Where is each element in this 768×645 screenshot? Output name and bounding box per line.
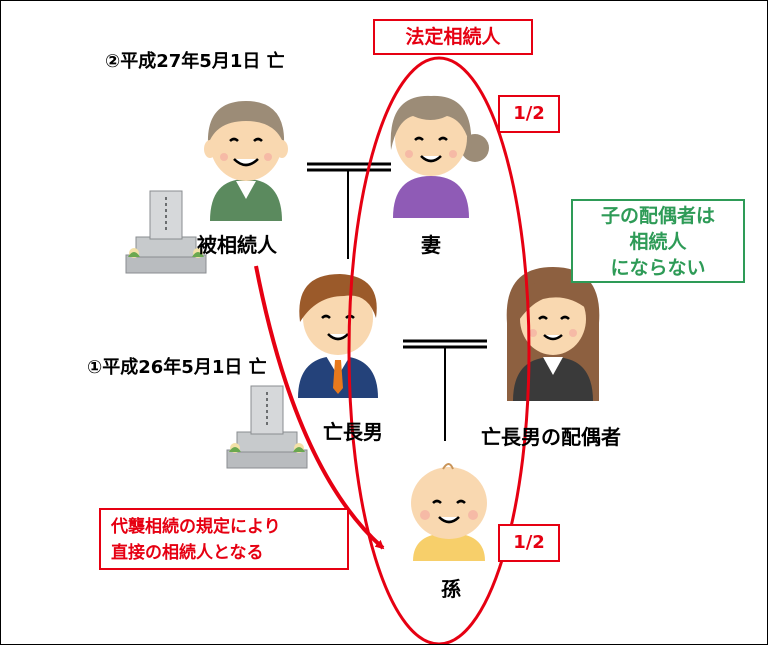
substitution-note-line-1: 代襲相続の規定により <box>111 517 281 537</box>
grandchild-share-badge: 1/2 <box>498 524 560 562</box>
wife-grandma-icon <box>390 95 489 218</box>
substitution-note-line-2: 直接の相続人となる <box>111 543 264 563</box>
spouse-note-line-2: 相続人 <box>629 231 687 253</box>
substitution-note: 代襲相続の規定により 直接の相続人となる <box>99 508 349 570</box>
gravestone-icon <box>226 385 308 469</box>
legal-heirs-label: 法定相続人 <box>373 19 533 55</box>
spouse-note-line-1: 子の配偶者は <box>600 205 715 227</box>
marriage-line-son <box>403 339 487 349</box>
son-spouse-label: 亡長男の配偶者 <box>481 425 621 449</box>
grandchild-baby-icon <box>411 463 487 561</box>
spouse-note-line-3: にならない <box>610 257 706 279</box>
eldest-son-label: 亡長男 <box>323 420 383 444</box>
eldest-son-death-note: ①平成26年5月1日 亡 <box>87 357 267 378</box>
decedent-label: 被相続人 <box>197 233 277 257</box>
grandchild-label: 孫 <box>441 577 461 601</box>
eldest-son-man-icon <box>298 274 378 398</box>
spouse-not-heir-note: 子の配偶者は 相続人 にならない <box>571 199 745 283</box>
legal-heirs-ellipse <box>347 56 531 644</box>
marriage-line-parents <box>307 162 391 172</box>
decedent-death-note: ②平成27年5月1日 亡 <box>105 51 285 72</box>
decedent-grandpa-icon <box>204 101 288 221</box>
wife-share-badge: 1/2 <box>498 95 560 133</box>
wife-label: 妻 <box>421 233 441 257</box>
substitution-arrow <box>254 265 385 550</box>
gravestone-icon <box>125 190 207 274</box>
son-spouse-woman-icon <box>506 267 600 401</box>
